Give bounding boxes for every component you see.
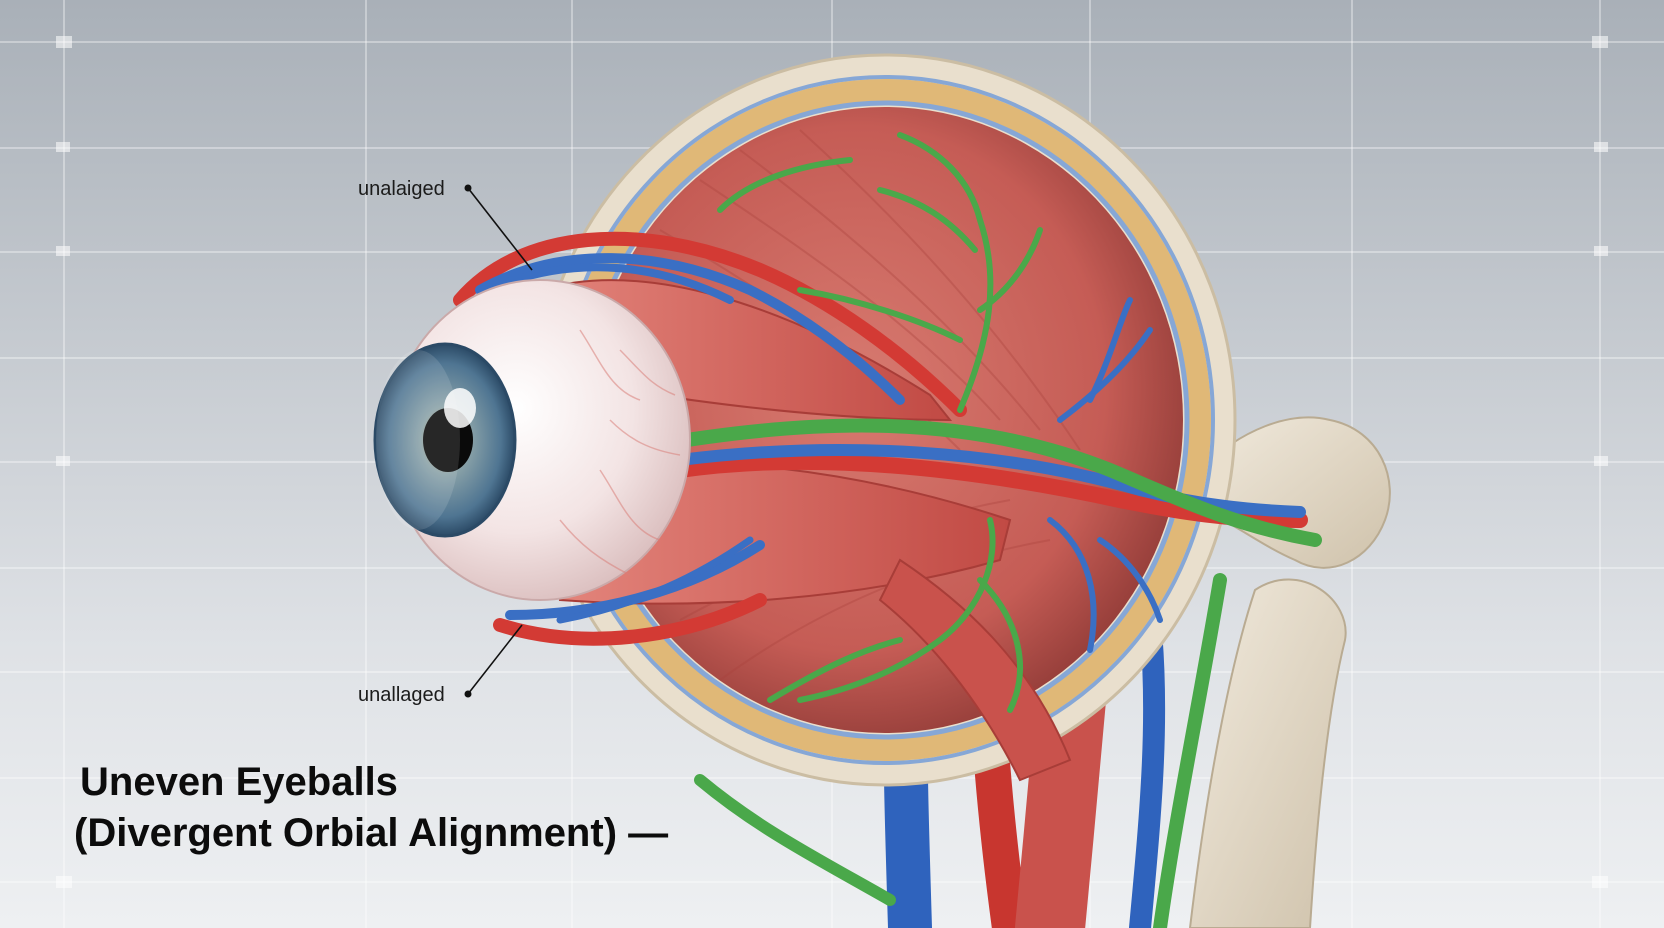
upper-vessel-bands — [453, 231, 967, 417]
callout-top-dot — [464, 184, 472, 192]
diagram-title: Uneven Eyeballs (Divergent Orbial Alignm… — [74, 760, 668, 856]
title-subtitle: (Divergent Orbial Alignment) — — [74, 811, 669, 855]
nerve-branches — [717, 132, 1043, 713]
vein-branches — [1047, 297, 1163, 653]
eyeball — [373, 279, 691, 601]
callout-leaders — [467, 187, 533, 695]
lower-vessel-bands — [493, 536, 767, 646]
callout-label-top: unalaiged — [358, 178, 445, 200]
callout-label-bottom: unallaged — [358, 684, 445, 706]
optic-nerve-bundle — [643, 418, 1322, 547]
title-main: Uneven Eyeballs — [80, 760, 398, 804]
callout-bottom-dot — [464, 690, 472, 698]
